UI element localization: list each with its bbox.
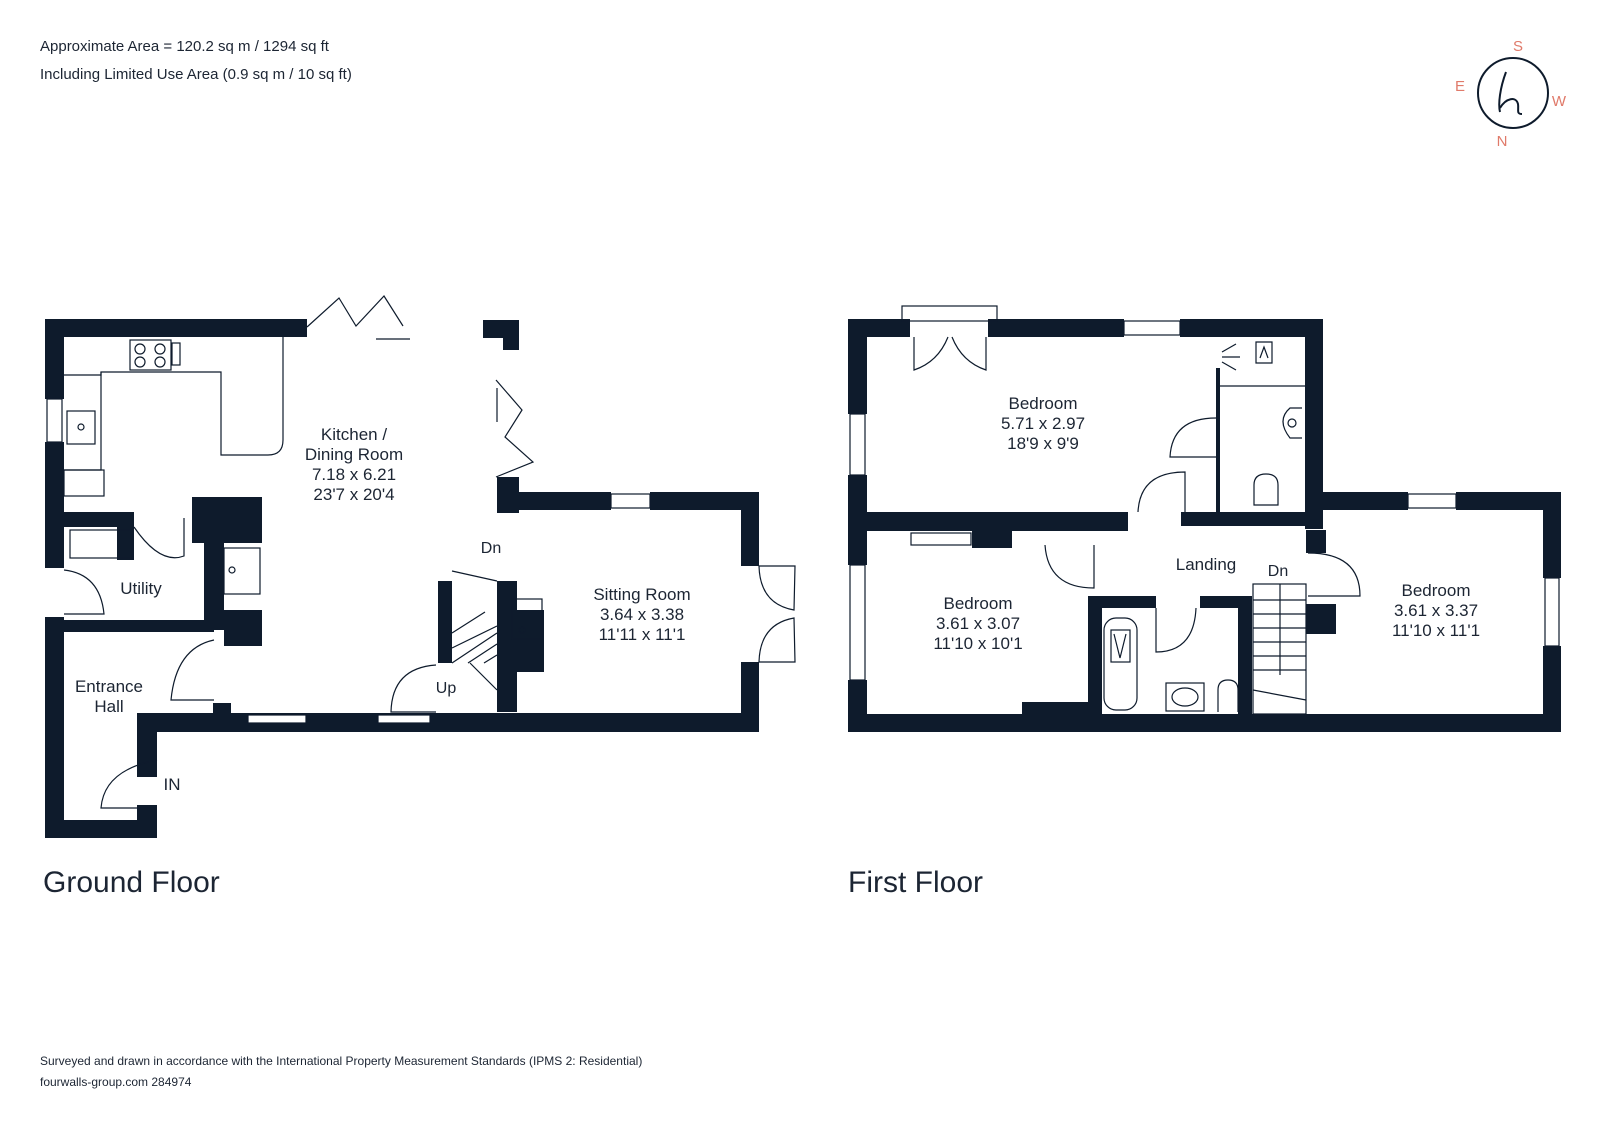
ground-floor-windows bbox=[46, 398, 651, 724]
landing-label: Landing bbox=[1176, 555, 1237, 574]
compass-e: E bbox=[1455, 78, 1465, 95]
bedroom1-name: Bedroom bbox=[1009, 394, 1078, 413]
first-floor-title: First Floor bbox=[848, 866, 983, 899]
sitting-metric: 3.64 x 3.38 bbox=[600, 605, 684, 624]
bedroom3-imperial: 11'10 x 11'1 bbox=[1392, 621, 1480, 640]
compass-n: N bbox=[1497, 133, 1508, 150]
kitchen-metric: 7.18 x 6.21 bbox=[312, 465, 396, 484]
bedroom2-name: Bedroom bbox=[944, 594, 1013, 613]
ground-floor-stairs bbox=[451, 570, 498, 691]
ground-floor-doors bbox=[63, 295, 796, 809]
compass-s: S bbox=[1513, 38, 1523, 55]
first-floor-doors bbox=[901, 305, 1361, 653]
first-stair-dn: Dn bbox=[1268, 563, 1288, 580]
ground-floor-walls bbox=[45, 319, 759, 838]
entrance-name-1: Entrance bbox=[75, 677, 143, 696]
approximate-area: Approximate Area = 120.2 sq m / 1294 sq … bbox=[40, 38, 329, 55]
limited-use-area: Including Limited Use Area (0.9 sq m / 1… bbox=[40, 66, 352, 83]
compass-w: W bbox=[1552, 93, 1567, 110]
first-floor-windows bbox=[849, 320, 1560, 681]
kitchen-name-2: Dining Room bbox=[305, 445, 403, 464]
kitchen-units bbox=[63, 337, 543, 640]
ground-stair-up: Up bbox=[436, 680, 457, 697]
first-floor-stairs bbox=[1252, 583, 1307, 715]
utility-name: Utility bbox=[120, 579, 162, 598]
bedroom2-metric: 3.61 x 3.07 bbox=[936, 614, 1020, 633]
ground-stair-dn: Dn bbox=[481, 540, 501, 557]
first-floor-walls bbox=[848, 319, 1561, 732]
bedroom3-name: Bedroom bbox=[1402, 581, 1471, 600]
entry-label: IN bbox=[164, 775, 181, 794]
ground-floor-title: Ground Floor bbox=[43, 866, 220, 899]
compass-logo-icon: S E W N bbox=[1455, 38, 1567, 150]
bedroom2-imperial: 11'10 x 10'1 bbox=[933, 634, 1022, 653]
bedroom1-metric: 5.71 x 2.97 bbox=[1001, 414, 1085, 433]
sitting-imperial: 11'11 x 11'1 bbox=[599, 625, 686, 644]
reference: fourwalls-group.com 284974 bbox=[40, 1075, 192, 1089]
standards-note: Surveyed and drawn in accordance with th… bbox=[40, 1054, 643, 1068]
sitting-name: Sitting Room bbox=[593, 585, 690, 604]
sanitary-fixtures bbox=[1103, 341, 1305, 712]
bedroom3-metric: 3.61 x 3.37 bbox=[1394, 601, 1478, 620]
entrance-name-2: Hall bbox=[94, 697, 123, 716]
kitchen-name-1: Kitchen / bbox=[321, 425, 387, 444]
kitchen-imperial: 23'7 x 20'4 bbox=[313, 485, 394, 504]
bedroom1-imperial: 18'9 x 9'9 bbox=[1007, 434, 1079, 453]
